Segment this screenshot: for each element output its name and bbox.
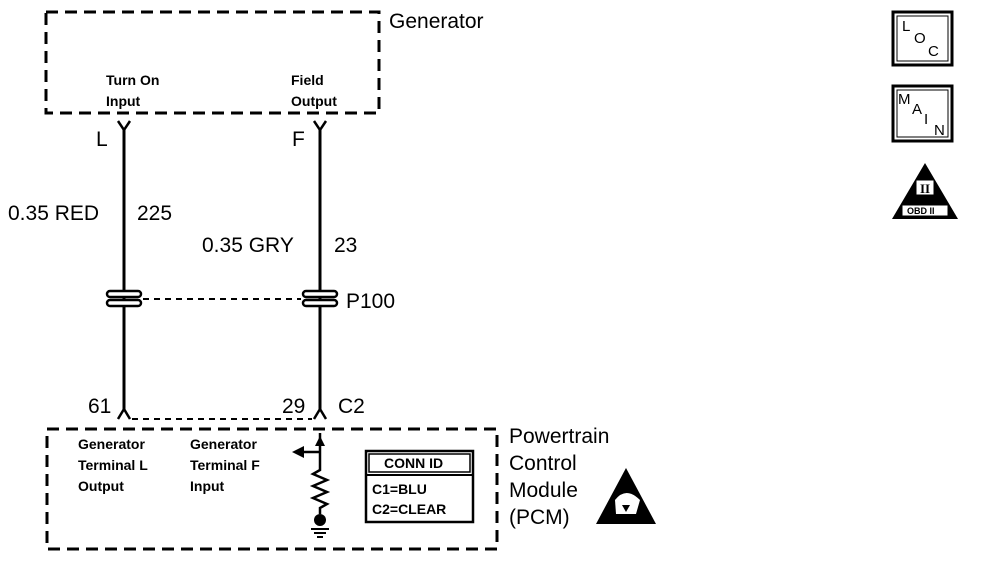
main-letter-4: N [934, 122, 945, 139]
conn-id-title: CONN ID [384, 455, 443, 471]
conn-id-line-1: C1=BLU [372, 481, 427, 497]
pcm-left-label-2: Terminal L [78, 457, 148, 473]
resistor-icon [309, 460, 331, 514]
pcm-pin-61-icon [116, 406, 132, 420]
main-letter-3: I [924, 111, 928, 128]
pin-l: L [96, 128, 108, 151]
obd-text: OBD II [907, 206, 935, 216]
generator-pin-f-label-2: Output [291, 93, 337, 109]
generator-pin-f-label-1: Field [291, 72, 324, 88]
wire-right-gauge-color: 0.35 GRY [202, 234, 294, 257]
loc-letter-1: L [902, 18, 910, 35]
connector-right-icon [301, 289, 339, 308]
ground-icon [311, 514, 329, 538]
wire-left-circuit: 225 [137, 202, 172, 225]
pcm-right-label-3: Input [190, 478, 225, 494]
pcm-left-label-3: Output [78, 478, 124, 494]
pcm-connector: C2 [338, 395, 365, 418]
generator-box [44, 10, 381, 115]
esd-warning-icon [596, 468, 656, 524]
pin-f: F [292, 128, 305, 151]
conn-id-line-2: C2=CLEAR [372, 501, 446, 517]
pcm-pin-29-icon [312, 406, 328, 420]
pcm-right-label-1: Generator [190, 436, 257, 452]
pcm-pin-right: 29 [282, 395, 305, 418]
arrow-left-icon [292, 433, 325, 460]
loc-icon [891, 10, 954, 67]
pcm-right-label-2: Terminal F [190, 457, 260, 473]
wire-right-circuit: 23 [334, 234, 357, 257]
connector-name: P100 [346, 290, 395, 313]
main-icon [891, 84, 954, 143]
obd-mark: II [920, 181, 930, 196]
wire-left-gauge-color: 0.35 RED [8, 202, 99, 225]
pcm-title-3: Module [509, 479, 578, 502]
loc-letter-3: C [928, 43, 939, 60]
generator-title: Generator [389, 10, 484, 33]
pcm-title-1: Powertrain [509, 425, 609, 448]
pcm-title-4: (PCM) [509, 506, 570, 529]
conn-id-box [364, 449, 475, 524]
loc-letter-2: O [914, 30, 926, 47]
main-letter-2: A [912, 101, 922, 118]
main-letter-1: M [898, 91, 911, 108]
generator-pin-l-label-1: Turn On [106, 72, 159, 88]
pcm-left-label-1: Generator [78, 436, 145, 452]
pcm-title-2: Control [509, 452, 577, 475]
connector-left-icon [105, 289, 143, 308]
pcm-pin-left: 61 [88, 395, 111, 418]
obd-ii-icon [892, 163, 958, 219]
generator-pin-l-label-2: Input [106, 93, 141, 109]
